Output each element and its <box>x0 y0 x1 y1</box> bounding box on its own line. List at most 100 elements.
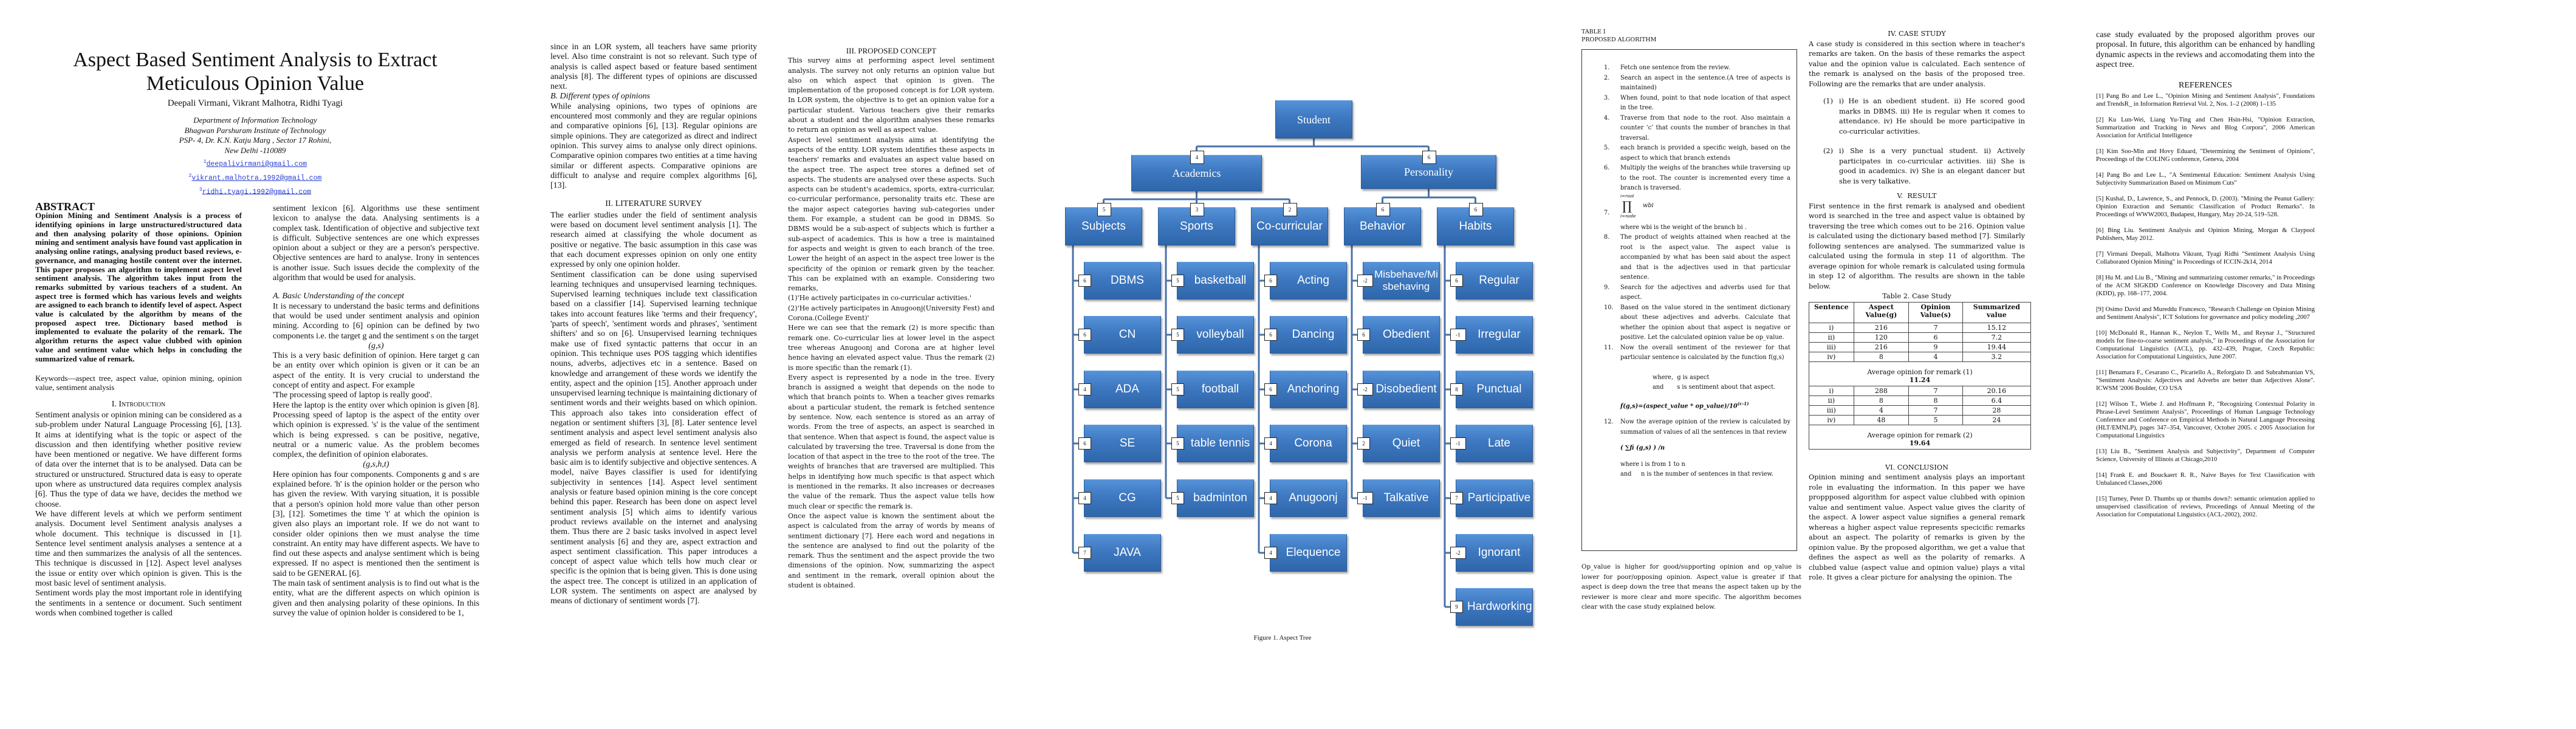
reference-item: [11] Benamara F., Cesarano C., Picariell… <box>2096 369 2315 392</box>
tree-node-leaf: Regular <box>1456 262 1533 299</box>
table-cell: 6.4 <box>1962 395 2032 406</box>
table-cell: 28 <box>1962 405 2032 416</box>
step-number: 1. <box>1604 64 1610 71</box>
tree-node-leaf: table tennis <box>1177 425 1254 462</box>
branch-weight-badge: 4 <box>1190 151 1204 164</box>
formula: f(g,s)=(aspect_value * op_value)/10 <box>1620 402 1738 409</box>
step-number: 6. <box>1604 165 1610 171</box>
tree-node-leaf: Anchoring <box>1270 371 1347 408</box>
tree-node-leaf: volleyball <box>1177 316 1254 354</box>
example-remark: (1)'He actively participates in co-curri… <box>788 294 971 303</box>
paragraph: Aspect level sentiment analysis aims at … <box>788 135 995 293</box>
node-label: Sports <box>1180 219 1213 233</box>
table-cell: 15.12 <box>1962 322 2032 333</box>
table-cell: 288 <box>1853 385 1910 396</box>
paper-title: Aspect Based Sentiment Analysis to Extra… <box>36 48 474 95</box>
branch-weight-badge: 4 <box>1264 492 1277 504</box>
node-label: table tennis <box>1190 437 1250 450</box>
node-label: Elequence <box>1286 546 1341 559</box>
paragraph: The earlier studies under the field of s… <box>550 210 757 270</box>
tree-node-leaf: Elequence <box>1270 534 1347 572</box>
node-label: Disobedient <box>1375 383 1437 395</box>
email-link-2[interactable]: 2vikrant.malhotra.1992@gmail.com <box>36 170 474 184</box>
column-header: Opinion Value(s) <box>1908 301 1963 323</box>
node-label: Obedient <box>1382 328 1430 341</box>
node-label: CN <box>1118 328 1136 341</box>
paragraph: Here opinion has four components. Compon… <box>273 470 479 578</box>
branch-weight-badge: -1 <box>1450 437 1466 450</box>
case-study-column: IV. CASE STUDY A case study is considere… <box>1809 29 2032 583</box>
email-link-1[interactable]: 1deepalivirmani@gmail.com <box>36 156 474 170</box>
paragraph: While analysing opinions, two types of o… <box>550 101 757 191</box>
example-remark: (2)'He actively participates in Anugoonj… <box>788 304 995 323</box>
step-text: Based on the value stored in the sentime… <box>1620 304 1790 341</box>
references-heading: REFERENCES <box>2179 81 2232 90</box>
branch-weight-badge: 6 <box>1468 203 1483 216</box>
tree-node-leaf: Dancing <box>1270 316 1347 354</box>
intro-paragraph: Sentiment words play the most important … <box>35 589 242 618</box>
tree-node-category: Academics <box>1131 155 1262 191</box>
email-link-3[interactable]: 3ridhi.tyagi.1992@gmail.com <box>36 184 474 198</box>
column-4: III. PROPOSED CONCEPT This survey aims a… <box>788 46 995 590</box>
algorithm-step: 1.Fetch one sentence from the review. <box>1582 63 1797 74</box>
branch-weight-badge: 6 <box>1264 383 1277 395</box>
node-label: JAVA <box>1114 546 1141 559</box>
node-label: ADA <box>1115 383 1140 395</box>
tree-node-leaf: Hardworking <box>1456 588 1533 626</box>
algorithm-step: 6. Multiply the weighs of the branches wh… <box>1582 163 1797 194</box>
paragraph: This is a very basic definition of opini… <box>273 351 479 391</box>
branch-weight-badge: -2 <box>1357 275 1373 287</box>
tree-node-leaf: Irregular <box>1456 316 1533 354</box>
branch-weight-badge: 6 <box>1450 275 1463 287</box>
email-address[interactable]: ridhi.tyagi.1992@gmail.com <box>202 188 312 196</box>
node-label: football <box>1201 383 1239 395</box>
figure-caption: Figure 1. Aspect Tree <box>1253 634 1312 642</box>
remark-number: (1) <box>1823 97 1834 105</box>
node-label: badminton <box>1193 491 1247 504</box>
paragraph: Every aspect is represented by a node in… <box>788 373 995 510</box>
table-cell: 7 <box>1908 385 1963 396</box>
paragraph: First sentence in the first remark is an… <box>1809 202 2025 290</box>
case-study-heading: IV. CASE STUDY <box>1888 30 1946 38</box>
table-cell: 7 <box>1908 322 1963 333</box>
branch-weight-badge: 3 <box>1190 203 1204 216</box>
tree-node-leaf: Quiet <box>1363 425 1440 462</box>
step-text: When found, point to that node location … <box>1620 94 1790 112</box>
conclusion-continued: case study evaluated by the proposed alg… <box>2096 30 2315 69</box>
conclusion-heading: VI. CONCLUSION <box>1885 463 1948 471</box>
node-label: Talkative <box>1383 491 1429 504</box>
branch-weight-badge: 6 <box>1078 329 1091 341</box>
author-emails: 1deepalivirmani@gmail.com 2vikrant.malho… <box>36 156 474 197</box>
step-number: 2. <box>1604 74 1610 81</box>
reference-item: [14] Frank E. and Bouckaert R. R., Naive… <box>2096 472 2315 487</box>
step-text: Traverse from that node to the root. Als… <box>1620 114 1790 142</box>
tree-node-leaf: Ignorant <box>1456 534 1533 572</box>
formula-exponent: (c-1) <box>1737 400 1749 406</box>
paragraph: Here the laptop is the entity over which… <box>273 400 479 460</box>
step-text: Now the overall sentiment of the reviewe… <box>1620 344 1790 361</box>
table-2-caption: Table 2. Case Study <box>1882 292 1951 300</box>
table-cell: 7 <box>1908 405 1963 416</box>
reference-item: [2] Ku Lun-Wei, Liang Yu-Ting and Chen H… <box>2096 117 2315 139</box>
product-upper-limit: i=root <box>1620 193 1634 199</box>
email-address[interactable]: deepalivirmani@gmail.com <box>206 160 307 168</box>
tree-node-leaf: DBMS <box>1084 262 1161 299</box>
node-label: Anugoonj <box>1289 491 1338 504</box>
table-cell: 24 <box>1962 414 2032 425</box>
product-term: wbi <box>1643 202 1654 209</box>
step-number: 11. <box>1604 344 1614 351</box>
affiliation-line: PSP- 4, Dr. K.N. Katju Marg , Sector 17 … <box>179 135 332 145</box>
step-text: Multiply the weighs of the branches whil… <box>1620 165 1790 191</box>
average-cell: Average opinion for remark (1)11.24 <box>1809 361 2031 386</box>
email-address[interactable]: vikrant.malhotra.1992@gmail.com <box>191 174 322 182</box>
node-label: DBMS <box>1111 274 1144 287</box>
tree-node-leaf: basketball <box>1177 262 1254 299</box>
tree-node-leaf: CG <box>1084 479 1161 517</box>
branch-weight-badge: 7 <box>1078 547 1091 559</box>
branch-weight-badge: 5 <box>1097 203 1111 216</box>
